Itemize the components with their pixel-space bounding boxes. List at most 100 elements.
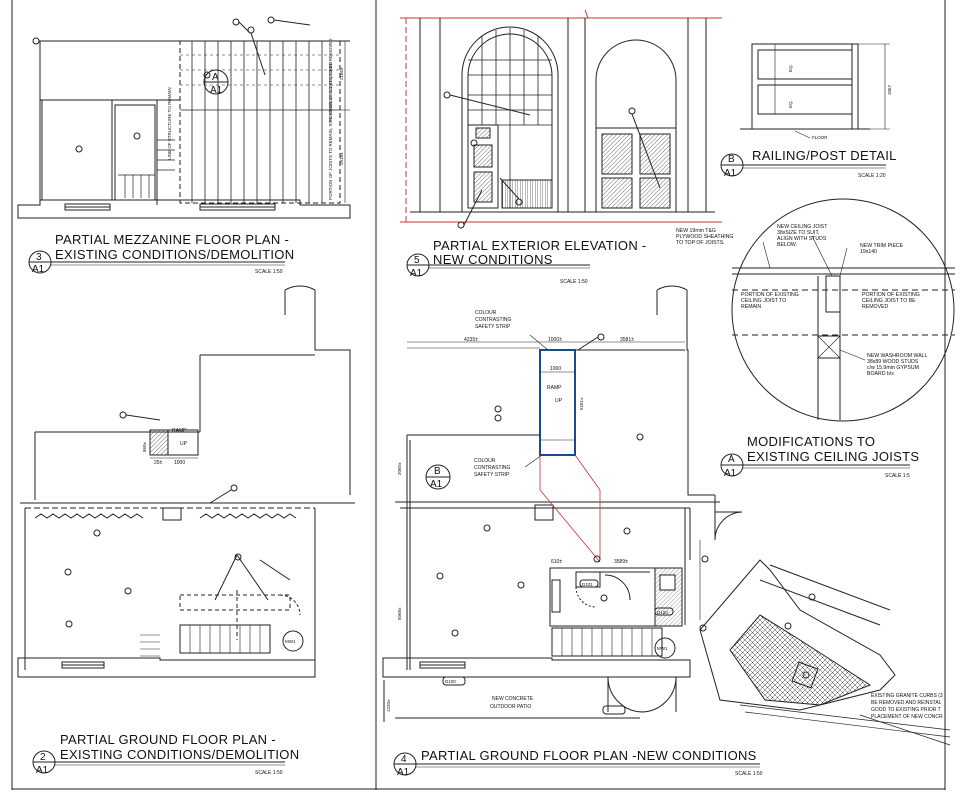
note-existing-remain-3: REMAIN: [741, 304, 761, 310]
dim-1000b: 1000: [550, 366, 561, 372]
door-tag-d100-b: D100: [445, 679, 456, 684]
note-line-of-structure: LINE OF STRUCTURE TO REMAIN: [167, 87, 172, 160]
railing-notes: EQ. EQ. 1067 FLOOR: [788, 64, 892, 140]
door-tag-d101: D101: [582, 582, 593, 587]
view-sheet: A1: [724, 168, 737, 179]
ground-existing-title-block: 2 A1 PARTIAL GROUND FLOOR PLAN - EXISTIN…: [32, 732, 299, 776]
view-number: B: [728, 154, 735, 165]
note-height: 1067: [887, 84, 892, 95]
note-new-joist-2: 38xSIZE TO SUIT,: [777, 230, 819, 236]
curb-note-2: BE REMOVED AND REINSTAL: [871, 700, 942, 706]
ground-existing-plan: [17, 285, 355, 678]
note-joists-removed: PORTION OF JOISTS TO BE REMOVED: [328, 38, 333, 122]
view-title: RAILING/POST DETAIL: [752, 148, 897, 163]
ground-new-notes: COLOUR CONTRASTING SAFETY STRIP COLOUR C…: [386, 310, 943, 720]
note-washroom-2: 38x89 WOOD STUDS: [867, 359, 919, 365]
ceiling-joist-detail: [731, 198, 955, 422]
note-new-joist-1: NEW CEILING JOIST: [777, 224, 828, 230]
section-marker-letter: B: [434, 466, 441, 477]
dim-4235: 4235±: [464, 337, 478, 343]
view-sheet: A1: [32, 264, 45, 275]
note-existing-remain-1: PORTION OF EXISTING: [741, 292, 799, 298]
view-number: 3: [36, 252, 42, 263]
elevation-title-block: 5 A1 PARTIAL EXTERIOR ELEVATION - NEW CO…: [406, 238, 647, 285]
view-sheet: A1: [410, 268, 423, 279]
mezzanine-notes: LINE OF STRUCTURE TO REMAIN PORTION OF J…: [167, 38, 344, 200]
dim-1220: 1220±: [386, 699, 391, 712]
railing-detail: [740, 43, 890, 139]
ceiling-joist-title-block: A A1 MODIFICATIONS TO EXISTING CEILING J…: [720, 434, 919, 479]
view-number: 5: [414, 255, 420, 266]
view-sheet: A1: [36, 765, 49, 776]
ramp-label: RAMP: [172, 428, 187, 434]
ceiling-joist-notes: NEW 19mm T&G PLYWOOD SHEATHING TO TOP OF…: [676, 224, 928, 377]
patio-note-2: OUTDOOR PATIO: [490, 704, 531, 710]
view-scale: SCALE 1:50: [255, 269, 283, 275]
view-scale: SCALE 1:5: [885, 473, 910, 479]
view-scale: SCALE 1:20: [858, 173, 886, 179]
patio-note-1: NEW CONCRETE: [492, 696, 534, 702]
view-title-line1: MODIFICATIONS TO: [747, 434, 875, 449]
section-marker-sheet: A1: [210, 85, 223, 96]
ground-new-title-block: 4 A1 PARTIAL GROUND FLOOR PLAN -NEW COND…: [393, 748, 763, 778]
view-title: PARTIAL GROUND FLOOR PLAN -NEW CONDITION…: [421, 748, 757, 763]
dim-860: 860±: [142, 441, 147, 452]
up-label: UP: [180, 441, 188, 447]
view-scale: SCALE 1:50: [735, 771, 763, 777]
note-eq-2: EQ.: [788, 100, 793, 108]
dim-2060: 2060±: [397, 462, 402, 475]
view-scale: SCALE 1:50: [560, 279, 588, 285]
section-marker-letter: A: [212, 72, 219, 83]
note-trim-2: 19x140: [860, 249, 877, 255]
note-washroom-3: c/w 15.9mm GYPSUM: [867, 365, 919, 371]
dim-5068: 5068±: [397, 607, 402, 620]
dim-25: 25±: [154, 460, 163, 466]
view-number: 2: [40, 752, 46, 763]
view-title-line2: EXISTING CEILING JOISTS: [747, 449, 919, 464]
exterior-elevation: [400, 9, 722, 229]
dim-3581: 3581±: [620, 337, 634, 343]
view-sheet: A1: [397, 767, 410, 778]
note-eq-1: EQ.: [788, 64, 793, 72]
note-washroom-4: BOARD b/s: [867, 371, 894, 377]
note-sheathing-3: TO TOP OF JOISTS.: [676, 240, 725, 246]
strip-note-1c: SAFETY STRIP: [475, 324, 511, 330]
mw1-tag: MW1: [657, 646, 668, 651]
note-existing-removed-3: REMOVED: [862, 304, 888, 310]
curb-note-3: GOOD TO EXISTING PRIOR T: [871, 707, 941, 713]
ramp-label: RAMP: [547, 385, 562, 391]
railing-title-block: B A1 RAILING/POST DETAIL SCALE 1:20: [720, 148, 897, 179]
dim-2918: 2918±: [339, 152, 344, 165]
dim-5261: 5261±: [579, 397, 584, 410]
view-scale: SCALE 1:50: [255, 770, 283, 776]
view-number: 4: [401, 754, 407, 765]
note-joists-remain: PORTION OF JOISTS TO REMAIN, SITE DIMENS…: [328, 61, 333, 200]
note-existing-removed-2: CEILING JOIST TO BE: [862, 298, 916, 304]
note-new-joist-4: BELOW.: [777, 242, 797, 248]
dim-3589: 3589±: [614, 559, 628, 565]
sheet-frame: [11, 0, 946, 790]
note-sheathing-1: NEW 19mm T&G: [676, 228, 716, 234]
section-marker-sheet: A1: [430, 479, 443, 490]
dim-1000a: 1000±: [548, 337, 562, 343]
note-floor: FLOOR: [812, 135, 828, 140]
note-sheathing-2: PLYWOOD SHEATHING: [676, 234, 733, 240]
view-title-line2: NEW CONDITIONS: [433, 252, 553, 267]
dim-610: 610±: [551, 559, 562, 565]
dim-2185: 2185±: [339, 67, 344, 80]
view-sheet: A1: [724, 468, 737, 479]
curb-note-1: EXISTING GRANITE CURBS (3: [871, 693, 943, 699]
strip-note-2c: SAFETY STRIP: [474, 472, 510, 478]
strip-note-2b: CONTRASTING: [474, 465, 511, 471]
dim-1000: 1000: [174, 460, 185, 466]
note-existing-removed-1: PORTION OF EXISTING: [862, 292, 920, 298]
mezzanine-title-block: 3 A1 PARTIAL MEZZANINE FLOOR PLAN - EXIS…: [28, 232, 294, 275]
up-label: UP: [555, 398, 563, 404]
strip-note-1a: COLOUR: [475, 310, 497, 316]
door-tag-d100-a: D100: [657, 610, 668, 615]
view-title-line2: EXISTING CONDITIONS/DEMOLITION: [60, 747, 299, 762]
view-title-line1: PARTIAL MEZZANINE FLOOR PLAN -: [55, 232, 289, 247]
view-title-line2: EXISTING CONDITIONS/DEMOLITION: [55, 247, 294, 262]
view-title-line1: PARTIAL EXTERIOR ELEVATION -: [433, 238, 647, 253]
